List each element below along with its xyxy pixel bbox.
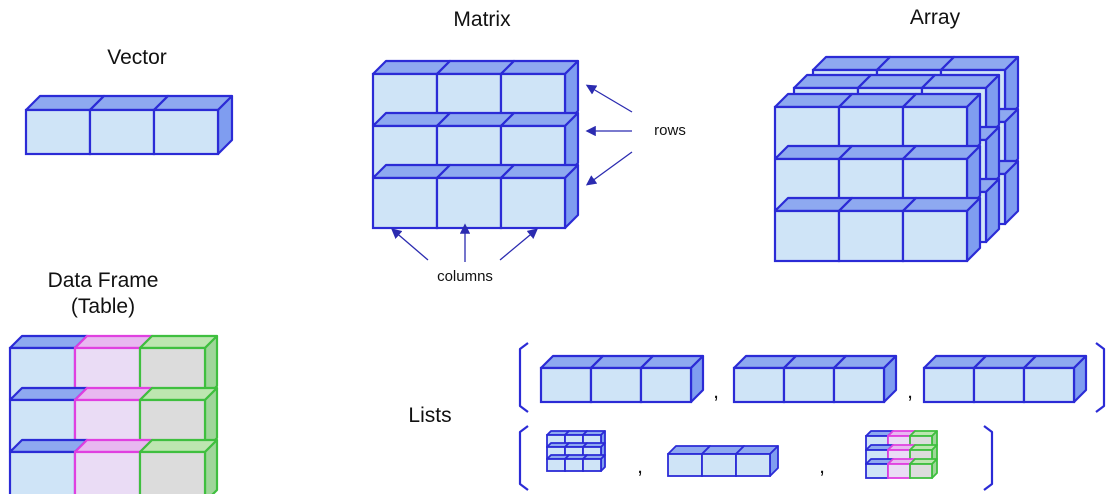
list-bracket <box>983 425 994 491</box>
arrow <box>585 84 633 113</box>
vector-label: Vector <box>107 46 167 69</box>
columns-label: columns <box>437 268 493 285</box>
list-comma-4: , <box>819 455 825 478</box>
arrow <box>391 228 429 261</box>
data-frame-label-line2: (Table) <box>70 295 136 318</box>
array-cube <box>901 196 982 263</box>
list-vector-cube <box>639 354 705 404</box>
list-comma-2: , <box>907 380 913 403</box>
list-matrix-cube <box>582 454 606 472</box>
list-vector-cube <box>1022 354 1088 404</box>
arrow <box>499 228 538 261</box>
matrix-label: Matrix <box>453 8 511 31</box>
list-dataframe-cube <box>909 458 938 479</box>
lists-label: Lists <box>408 404 452 427</box>
vector-cubes <box>24 94 234 156</box>
data-frame-label: Data Frame (Table) <box>28 268 178 320</box>
list-comma-1: , <box>713 380 719 403</box>
list-items <box>539 354 1088 479</box>
data-frame-cubes <box>8 334 219 494</box>
list-comma-3: , <box>637 455 643 478</box>
rows-label: rows <box>654 122 686 139</box>
data-frame-cube <box>138 438 219 494</box>
matrix-cubes <box>371 59 580 230</box>
data-frame-label-line1: Data Frame <box>47 269 159 292</box>
list-bracket <box>518 342 529 413</box>
arrow <box>585 151 633 186</box>
list-bracket <box>1095 342 1106 413</box>
array-label: Array <box>909 6 961 29</box>
list-small-vector-cube <box>735 445 779 477</box>
arrows <box>391 84 633 262</box>
list-bracket <box>518 425 529 491</box>
list-brackets <box>518 342 1106 491</box>
vector-cube <box>152 94 234 156</box>
data-frame-cube <box>73 438 154 494</box>
list-vector-cube <box>832 354 898 404</box>
matrix-cube <box>499 163 580 230</box>
array-cubes <box>773 55 1020 263</box>
